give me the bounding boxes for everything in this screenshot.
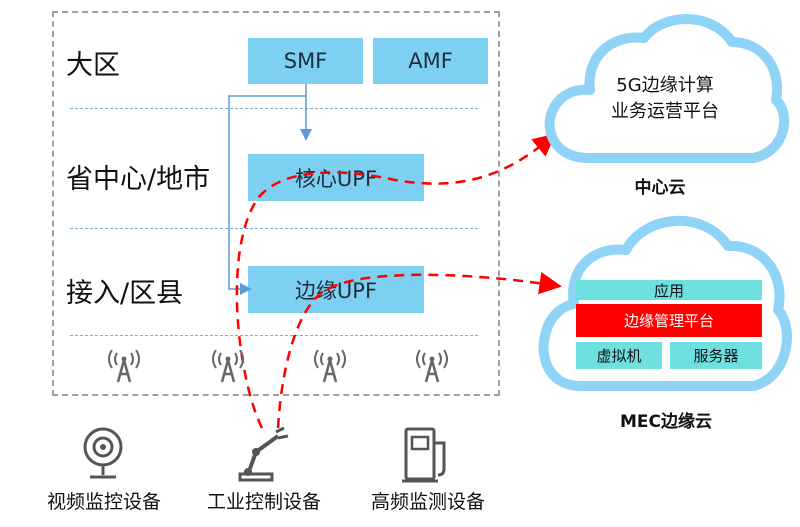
camera-icon (83, 427, 123, 479)
device-label-camera: 视频监控设备 (46, 491, 161, 513)
network-frame (52, 11, 500, 396)
mec-platform-box[interactable]: 边缘管理平台 (576, 304, 762, 337)
robot-arm-icon (238, 426, 289, 482)
tier-label-province: 省中心/地市 (66, 164, 211, 195)
smf-box[interactable]: SMF (248, 38, 363, 84)
traffic-path-mec (276, 272, 562, 429)
tier-separator (70, 228, 478, 229)
tier-label-region: 大区 (66, 50, 120, 81)
core-upf-box[interactable]: 核心UPF (248, 154, 424, 201)
base-station-icon (108, 350, 140, 383)
central-cloud-line1: 5G边缘计算 (616, 75, 714, 96)
traffic-path-central (235, 133, 556, 429)
central-cloud-icon (544, 14, 790, 163)
tier-label-access: 接入/区县 (66, 278, 184, 309)
device-label-meter: 高频监测设备 (370, 491, 485, 513)
tier-separator (70, 108, 478, 109)
base-station-icon (212, 350, 244, 383)
mec-server-box[interactable]: 服务器 (670, 342, 762, 369)
base-station-icon (314, 350, 346, 383)
mec-cloud-title: MEC边缘云 (619, 412, 712, 432)
smf-to-edge-upf-line (228, 95, 306, 295)
amf-box[interactable]: AMF (373, 38, 488, 84)
base-station-icon (416, 350, 448, 383)
meter-icon (402, 427, 446, 483)
device-label-industrial: 工业控制设备 (206, 491, 321, 513)
mec-vm-box[interactable]: 虚拟机 (576, 342, 662, 369)
central-cloud-title: 中心云 (634, 178, 686, 198)
edge-upf-box[interactable]: 边缘UPF (248, 266, 424, 313)
tier-separator (70, 335, 478, 336)
mec-app-box[interactable]: 应用 (576, 280, 762, 300)
central-cloud-line2: 业务运营平台 (611, 101, 719, 122)
